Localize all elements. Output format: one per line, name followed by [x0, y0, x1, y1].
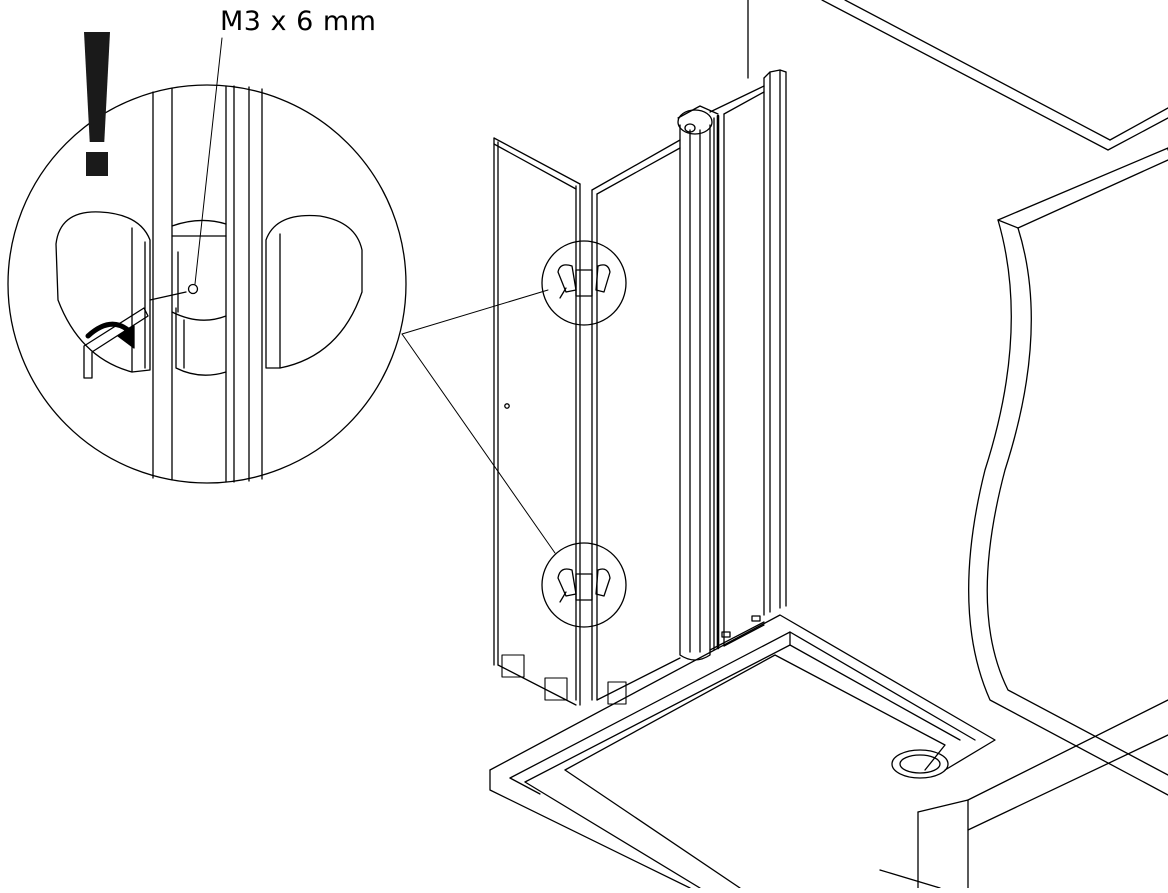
hinge-detail-upper [541, 240, 627, 326]
shower-tray [489, 614, 996, 889]
exclamation-mark-icon [80, 32, 114, 180]
screw-size-label: M3 x 6 mm [220, 6, 377, 37]
left-glass-panel [493, 137, 581, 706]
center-glass-panel [591, 139, 681, 705]
exclamation-bar [84, 32, 110, 142]
leader-lines [401, 289, 556, 554]
wall [747, 0, 1168, 889]
door-profile [677, 69, 787, 661]
exclamation-dot [86, 152, 108, 176]
hinge-detail-lower [541, 542, 627, 628]
magnified-hinge-detail [7, 84, 407, 484]
